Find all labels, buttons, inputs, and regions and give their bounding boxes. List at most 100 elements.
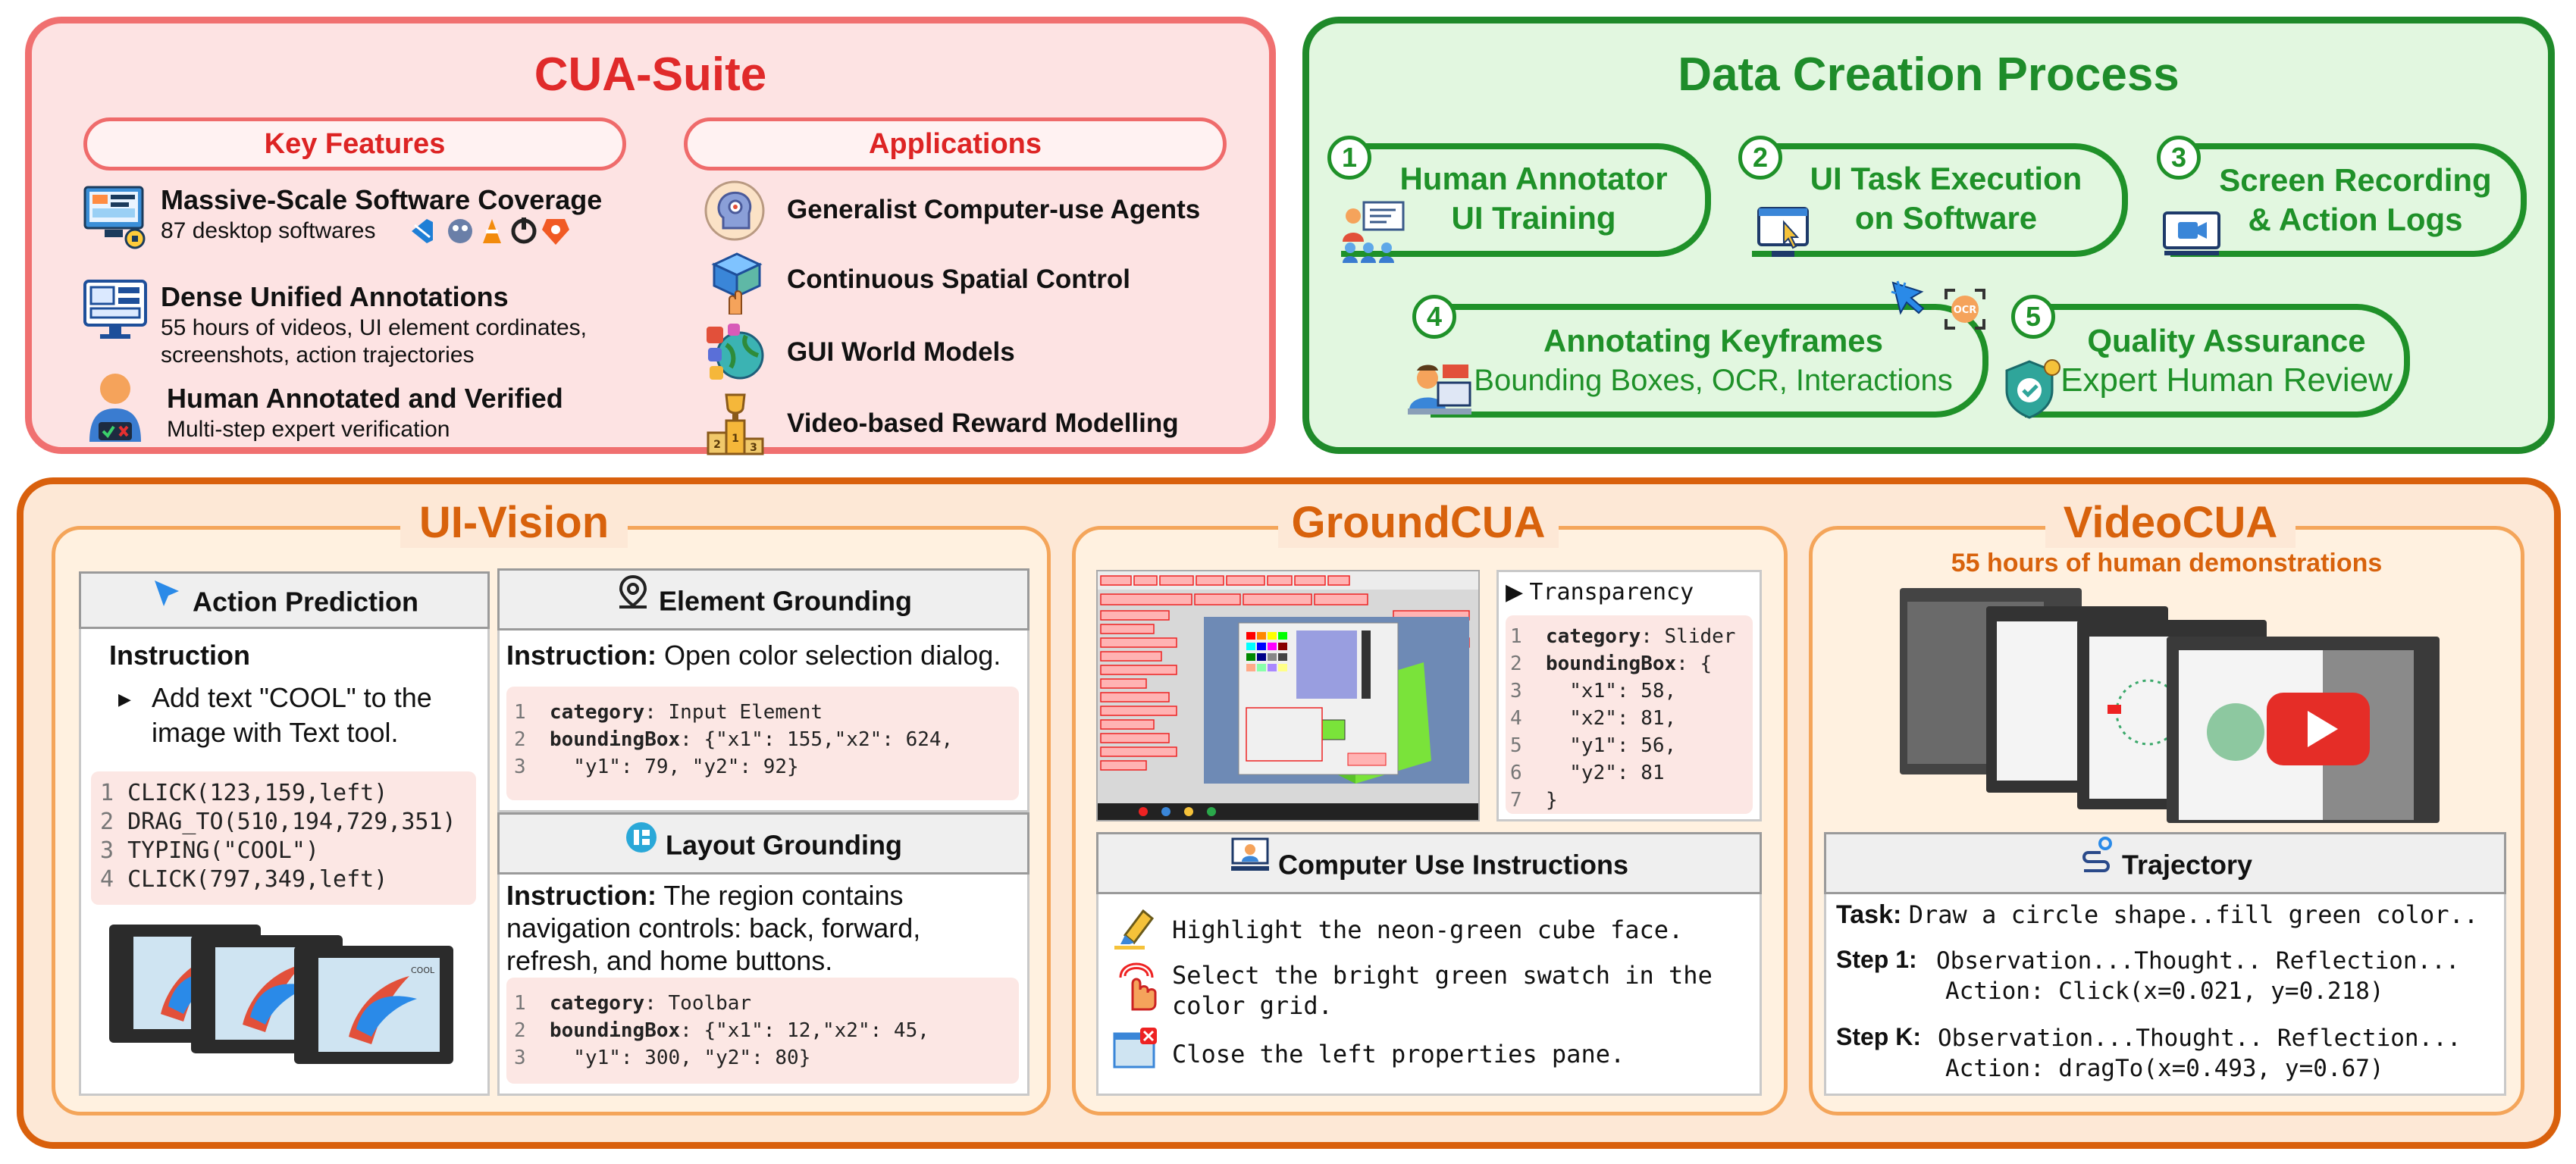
step-1-arc <box>1341 143 1711 257</box>
cua-suite-panel: CUA-Suite Key Features Applications Mass… <box>25 17 1276 455</box>
layout-grounding-title: Layout Grounding <box>666 829 902 861</box>
step-k-action: Action: dragTo(x=0.493, y=0.67) <box>1945 1055 2384 1082</box>
task-label: Task: <box>1836 900 1902 929</box>
step-4-line1: Annotating Keyframes <box>1543 323 1884 358</box>
feature-subtitle-verified: Multi-step expert verification <box>167 417 450 442</box>
screenshot-thumbnails: COOL <box>108 923 464 1071</box>
element-code-block: 1 category: Input Element 2 boundingBox:… <box>506 687 1019 800</box>
element-instruction: Instruction: Open color selection dialog… <box>506 640 1001 671</box>
layout-instruction: Instruction: The region contains navigat… <box>506 879 920 977</box>
code-line: 5 "y1": 56, <box>1510 734 1677 757</box>
cursor-arrow-icon <box>150 575 185 628</box>
instruction-select-swatch-2: color grid. <box>1172 991 1333 1020</box>
vscode-logo-icon <box>412 219 433 243</box>
brave-logo-icon <box>542 219 569 245</box>
thumbnail-3: COOL <box>294 946 453 1064</box>
action-prediction-header: Action Prediction <box>79 571 490 629</box>
videocua-subtitle: 55 hours of human demonstrations <box>1951 549 2383 577</box>
gimp-logo-icon <box>448 219 472 243</box>
step-2-line2: on Software <box>1854 200 2038 236</box>
step-1-line2: UI Training <box>1451 200 1616 236</box>
close-window-icon <box>1111 1026 1160 1075</box>
cube-hand-icon <box>707 251 769 318</box>
color-swatch-grid <box>1246 632 1287 671</box>
code-line: 3 TYPING("COOL") <box>100 837 319 864</box>
application-reward-modelling: Video-based Reward Modelling <box>787 408 1179 438</box>
element-instruction-label: Instruction: <box>506 640 657 671</box>
element-grounding-header: Element Grounding <box>497 568 1029 630</box>
trajectory-header: Trajectory <box>1824 832 2506 894</box>
computer-use-header: Computer Use Instructions <box>1096 832 1762 894</box>
trophy-podium-icon: 2 1 3 <box>705 392 766 459</box>
svg-text:OCR: OCR <box>1954 305 1977 316</box>
step-1-number: 1 <box>1327 136 1371 180</box>
action-code-block: 1 CLICK(123,159,left) 2 DRAG_TO(510,194,… <box>91 771 476 905</box>
action-prediction-title: Action Prediction <box>192 586 419 618</box>
trajectory-title: Trajectory <box>2121 849 2253 881</box>
step-5-arc <box>2025 304 2410 418</box>
layout-instruction-line1: The region contains <box>663 880 904 911</box>
application-world-models: GUI World Models <box>787 337 1015 367</box>
step-5-line1: Quality Assurance <box>2087 323 2366 358</box>
groundcua-title: GroundCUA <box>1278 497 1559 548</box>
layout-instruction-label: Instruction: <box>506 880 657 911</box>
vlc-logo-icon <box>483 219 501 243</box>
feature-title-annotations: Dense Unified Annotations <box>161 281 509 312</box>
step-5-number: 5 <box>2011 295 2055 339</box>
route-path-icon <box>2078 836 2114 893</box>
layout-grounding-header: Layout Grounding <box>497 812 1029 875</box>
feature-title-coverage: Massive-Scale Software Coverage <box>161 184 603 215</box>
step-1-action: Action: Click(x=0.021, y=0.218) <box>1945 978 2384 1005</box>
step-3-line2: & Action Logs <box>2248 202 2463 237</box>
ocr-icon: OCR <box>1945 289 1985 333</box>
element-instruction-text: Open color selection dialog. <box>664 640 1001 671</box>
code-line: 3 "y1": 79, "y2": 92} <box>514 756 799 778</box>
code-line: 3 "x1": 58, <box>1510 680 1677 702</box>
code-line: 3 "y1": 300, "y2": 80} <box>514 1047 811 1069</box>
application-spatial-control: Continuous Spatial Control <box>787 264 1131 294</box>
key-features-pill: Key Features <box>83 117 626 171</box>
action-instruction-line1: Add text "COOL" to the <box>152 682 432 713</box>
tap-hand-icon <box>1116 961 1161 1015</box>
data-creation-panel: Data Creation Process 1 Human Annotator … <box>1302 17 2555 454</box>
action-instruction-line2: image with Text tool. <box>152 717 399 748</box>
instruction-select-swatch-1: Select the bright green swatch in the <box>1172 961 1713 990</box>
step-5-line2: Expert Human Review <box>2060 361 2393 399</box>
step-2-arc <box>1752 143 2128 257</box>
computer-user-icon <box>1230 836 1271 893</box>
code-line: 2 boundingBox: { <box>1510 652 1713 675</box>
power-app-logo-icon <box>511 217 537 244</box>
step-4-arc <box>1431 304 1988 418</box>
code-line: 7 } <box>1510 789 1558 812</box>
layout-instruction-line3: refresh, and home buttons. <box>506 945 833 976</box>
data-creation-title: Data Creation Process <box>1678 48 2180 101</box>
teacher-board-icon <box>1338 199 1406 268</box>
bullet-arrow-icon: ▶ <box>118 690 131 709</box>
annotator-laptop-icon <box>1405 360 1473 427</box>
step-1-observation: Observation...Thought.. Reflection... <box>1936 947 2460 975</box>
groundcua-screenshot <box>1096 570 1480 821</box>
svg-text:2: 2 <box>713 439 721 451</box>
code-line: 4 "x2": 81, <box>1510 707 1677 730</box>
play-marker-icon: ▶ <box>1506 580 1524 605</box>
code-line: 2 DRAG_TO(510,194,729,351) <box>100 809 456 835</box>
desktop-apps-icon <box>82 183 150 255</box>
element-grounding-title: Element Grounding <box>658 585 912 617</box>
location-pin-icon <box>615 572 651 630</box>
cua-suite-title: CUA-Suite <box>534 48 767 101</box>
code-line: 1 category: Slider <box>1510 625 1736 648</box>
computer-use-title: Computer Use Instructions <box>1277 849 1629 881</box>
code-line: 2 boundingBox: {"x1": 155,"x2": 624, <box>514 728 954 751</box>
highlighter-icon <box>1113 905 1158 954</box>
transparency-label: ▶ Transparency <box>1506 579 1694 605</box>
step-1-label: Step 1: <box>1836 946 1917 973</box>
person-verify-icon <box>85 369 150 449</box>
agent-head-icon <box>704 180 766 246</box>
feature-subtitle-annotations-2: screenshots, action trajectories <box>161 343 475 368</box>
videocua-title: VideoCUA <box>2045 497 2296 548</box>
layout-instruction-line2: navigation controls: back, forward, <box>506 912 921 943</box>
step-4-line2: Bounding Boxes, OCR, Interactions <box>1474 364 1953 397</box>
step-2-number: 2 <box>1738 136 1782 180</box>
instruction-close-pane: Close the left properties pane. <box>1172 1040 1625 1069</box>
code-line: 1 CLICK(123,159,left) <box>100 780 388 806</box>
